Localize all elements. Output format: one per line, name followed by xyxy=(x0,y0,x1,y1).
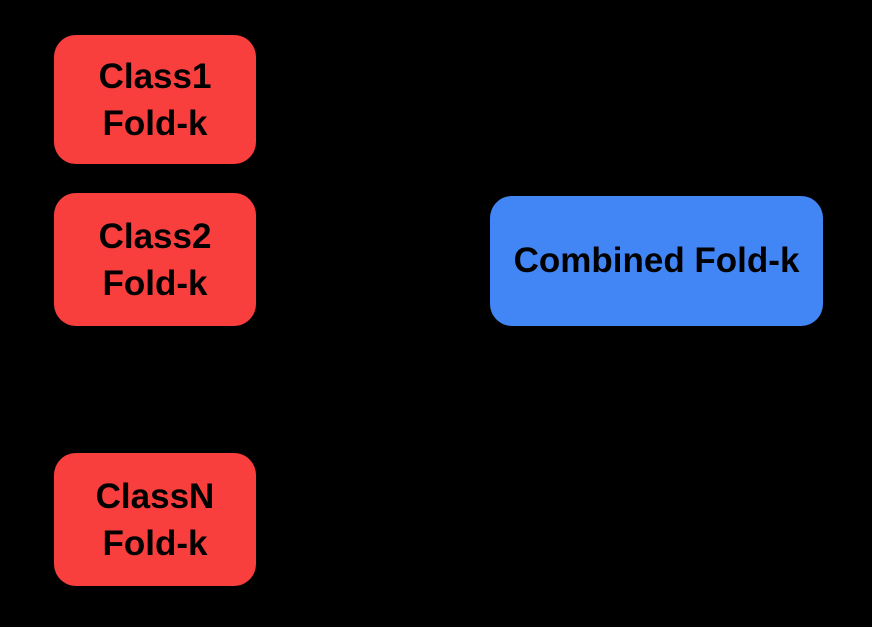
node-combined-label: Combined Fold-k xyxy=(513,241,800,280)
node-combined-fold-k: Combined Fold-k xyxy=(490,196,823,326)
node-classN-fold-k: ClassN Fold-k xyxy=(54,453,256,586)
node-classN-line2: Fold-k xyxy=(102,523,208,563)
node-class1-line2: Fold-k xyxy=(102,103,208,143)
node-class2-line1: Class2 xyxy=(98,216,212,256)
node-class2-line2: Fold-k xyxy=(102,263,208,303)
node-class1-fold-k: Class1 Fold-k xyxy=(54,35,256,164)
node-classN-line1: ClassN xyxy=(95,476,215,516)
node-class1-line1: Class1 xyxy=(98,56,212,96)
node-class2-fold-k: Class2 Fold-k xyxy=(54,193,256,326)
